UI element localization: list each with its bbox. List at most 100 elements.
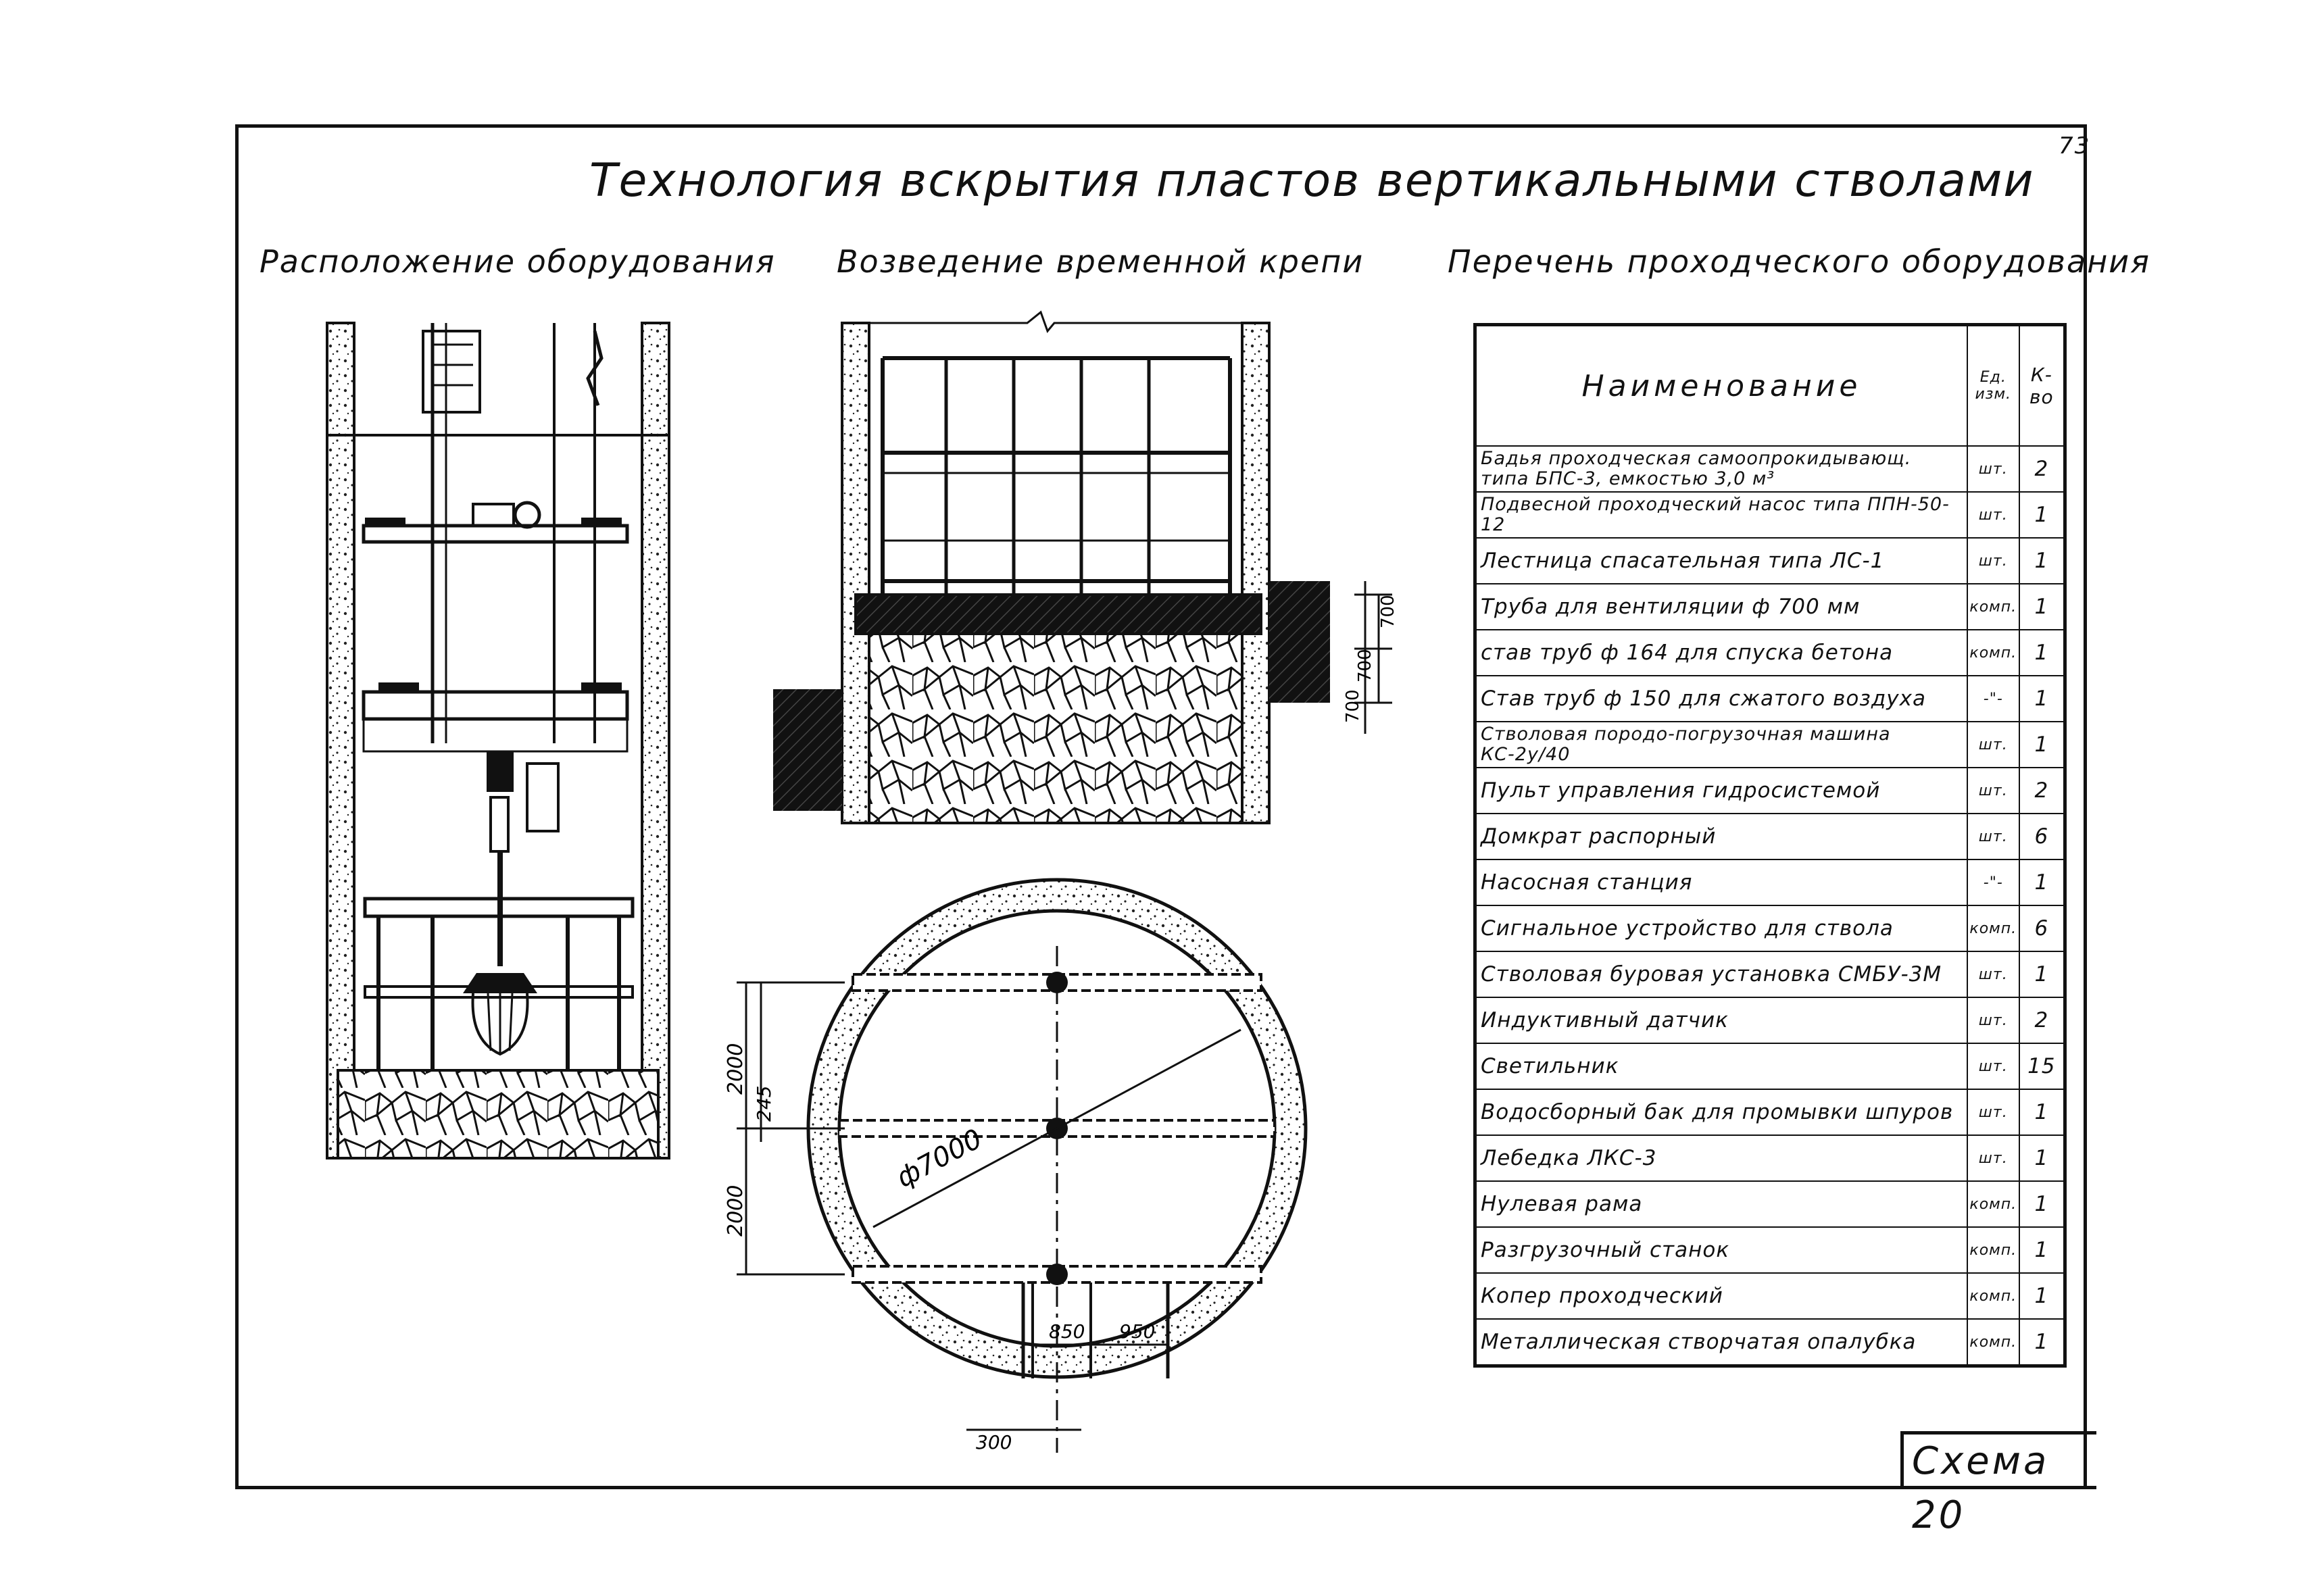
header-qty: К-во [2018, 324, 2066, 447]
row-qty: 2 [2018, 445, 2066, 493]
shaft-section-left [326, 322, 670, 1159]
row-qty: 1 [2018, 1226, 2066, 1274]
row-name: Лестница спасательная типа ЛС-1 [1474, 537, 1968, 584]
row-name: Сигнальное устройство для ствола [1474, 905, 1968, 952]
header-name: Наименование [1474, 324, 1968, 447]
row-qty: 2 [2018, 997, 2066, 1044]
row-name: Нулевая рама [1474, 1180, 1968, 1228]
row-unit: шт. [1966, 491, 2020, 539]
row-qty: 1 [2018, 951, 2066, 998]
row-unit: шт. [1966, 1043, 2020, 1090]
table-row: Подвесной проходческий насос типа ППН-50… [1474, 491, 2066, 539]
dim-2000-top: 2000 [724, 1043, 747, 1095]
row-qty: 6 [2018, 905, 2066, 952]
row-qty: 1 [2018, 583, 2066, 630]
row-unit: комп. [1966, 1226, 2020, 1274]
temporary-support-elevation [773, 310, 1392, 824]
row-name: Домкрат распорный [1474, 813, 1968, 860]
dim-300: 300 [976, 1431, 1012, 1453]
dim-2000-bottom: 2000 [724, 1185, 747, 1237]
row-name: Труба для вентиляции ф 700 мм [1474, 583, 1968, 630]
page-number: 73 [2059, 132, 2091, 159]
row-name: Стволовая породо-погрузочная машина КС-2… [1474, 721, 1968, 768]
dim-850: 850 [1049, 1320, 1085, 1343]
row-unit: шт. [1966, 721, 2020, 768]
row-unit: шт. [1966, 537, 2020, 584]
drawing-title: Технология вскрытия пластов вертикальным… [589, 154, 2035, 207]
row-unit: шт. [1966, 813, 2020, 860]
dim-950: 950 [1119, 1320, 1155, 1343]
table-row: Насосная станция-"-1 [1474, 859, 2066, 906]
heading-equipment-list: Перечень проходческого оборудования [1448, 243, 2150, 280]
row-unit: комп. [1966, 1272, 2020, 1320]
row-name: Став труб ф 150 для сжатого воздуха [1474, 675, 1968, 722]
row-name: Лебедка ЛКС-3 [1474, 1134, 1968, 1182]
heading-temporary-support: Возведение временной крепи [837, 243, 1364, 280]
row-name: Стволовая буровая установка СМБУ-3М [1474, 951, 1968, 998]
row-unit: шт. [1966, 1089, 2020, 1136]
row-qty: 1 [2018, 1318, 2066, 1367]
row-unit: шт. [1966, 951, 2020, 998]
dim-700-a: 700 [1378, 595, 1398, 628]
dim-700-c: 700 [1343, 689, 1363, 723]
row-qty: 1 [2018, 1089, 2066, 1136]
row-name: Металлическая створчатая опалубка [1474, 1318, 1968, 1367]
table-row: Став труб ф 150 для сжатого воздуха-"-1 [1474, 675, 2066, 722]
row-unit: -"- [1966, 675, 2020, 722]
row-qty: 1 [2018, 1180, 2066, 1228]
scheme-number-stamp: Схема 20 [1900, 1431, 2096, 1537]
row-name: Подвесной проходческий насос типа ППН-50… [1474, 491, 1968, 539]
row-name: Насосная станция [1474, 859, 1968, 906]
row-unit: -"- [1966, 859, 2020, 906]
row-qty: 1 [2018, 537, 2066, 584]
row-qty: 1 [2018, 491, 2066, 539]
row-name: Светильник [1474, 1043, 1968, 1090]
row-name: Копер проходческий [1474, 1272, 1968, 1320]
row-name: став труб ф 164 для спуска бетона [1474, 629, 1968, 676]
row-qty: 6 [2018, 813, 2066, 860]
row-unit: комп. [1966, 1318, 2020, 1367]
dim-700-b: 700 [1355, 649, 1375, 682]
row-qty: 1 [2018, 859, 2066, 906]
row-name: Индуктивный датчик [1474, 997, 1968, 1044]
row-unit: шт. [1966, 1134, 2020, 1182]
header-unit: Ед. изм. [1966, 324, 2020, 447]
shaft-plan-circle [737, 878, 1308, 1453]
table-row: Бадья проходческая самоопрокидывающ. тип… [1474, 445, 2066, 493]
heading-equipment-layout: Расположение оборудования [260, 243, 776, 280]
drawing-frame [235, 124, 2087, 1489]
row-qty: 1 [2018, 1134, 2066, 1182]
row-qty: 15 [2018, 1043, 2066, 1090]
row-qty: 2 [2018, 767, 2066, 814]
row-unit: шт. [1966, 445, 2020, 493]
row-qty: 1 [2018, 721, 2066, 768]
row-qty: 1 [2018, 629, 2066, 676]
row-unit: комп. [1966, 905, 2020, 952]
row-unit: шт. [1966, 997, 2020, 1044]
table-header-row: Наименование Ед. изм. К-во [1474, 324, 2066, 447]
row-unit: комп. [1966, 1180, 2020, 1228]
row-name: Водосборный бак для промывки шпуров [1474, 1089, 1968, 1136]
row-unit: шт. [1966, 767, 2020, 814]
equipment-table: Наименование Ед. изм. К-во Бадья проходч… [1473, 323, 2067, 1368]
row-name: Пульт управления гидросистемой [1474, 767, 1968, 814]
dim-245: 245 [753, 1086, 775, 1122]
table-row: Стволовая породо-погрузочная машина КС-2… [1474, 721, 2066, 768]
row-qty: 1 [2018, 675, 2066, 722]
row-name: Разгрузочный станок [1474, 1226, 1968, 1274]
